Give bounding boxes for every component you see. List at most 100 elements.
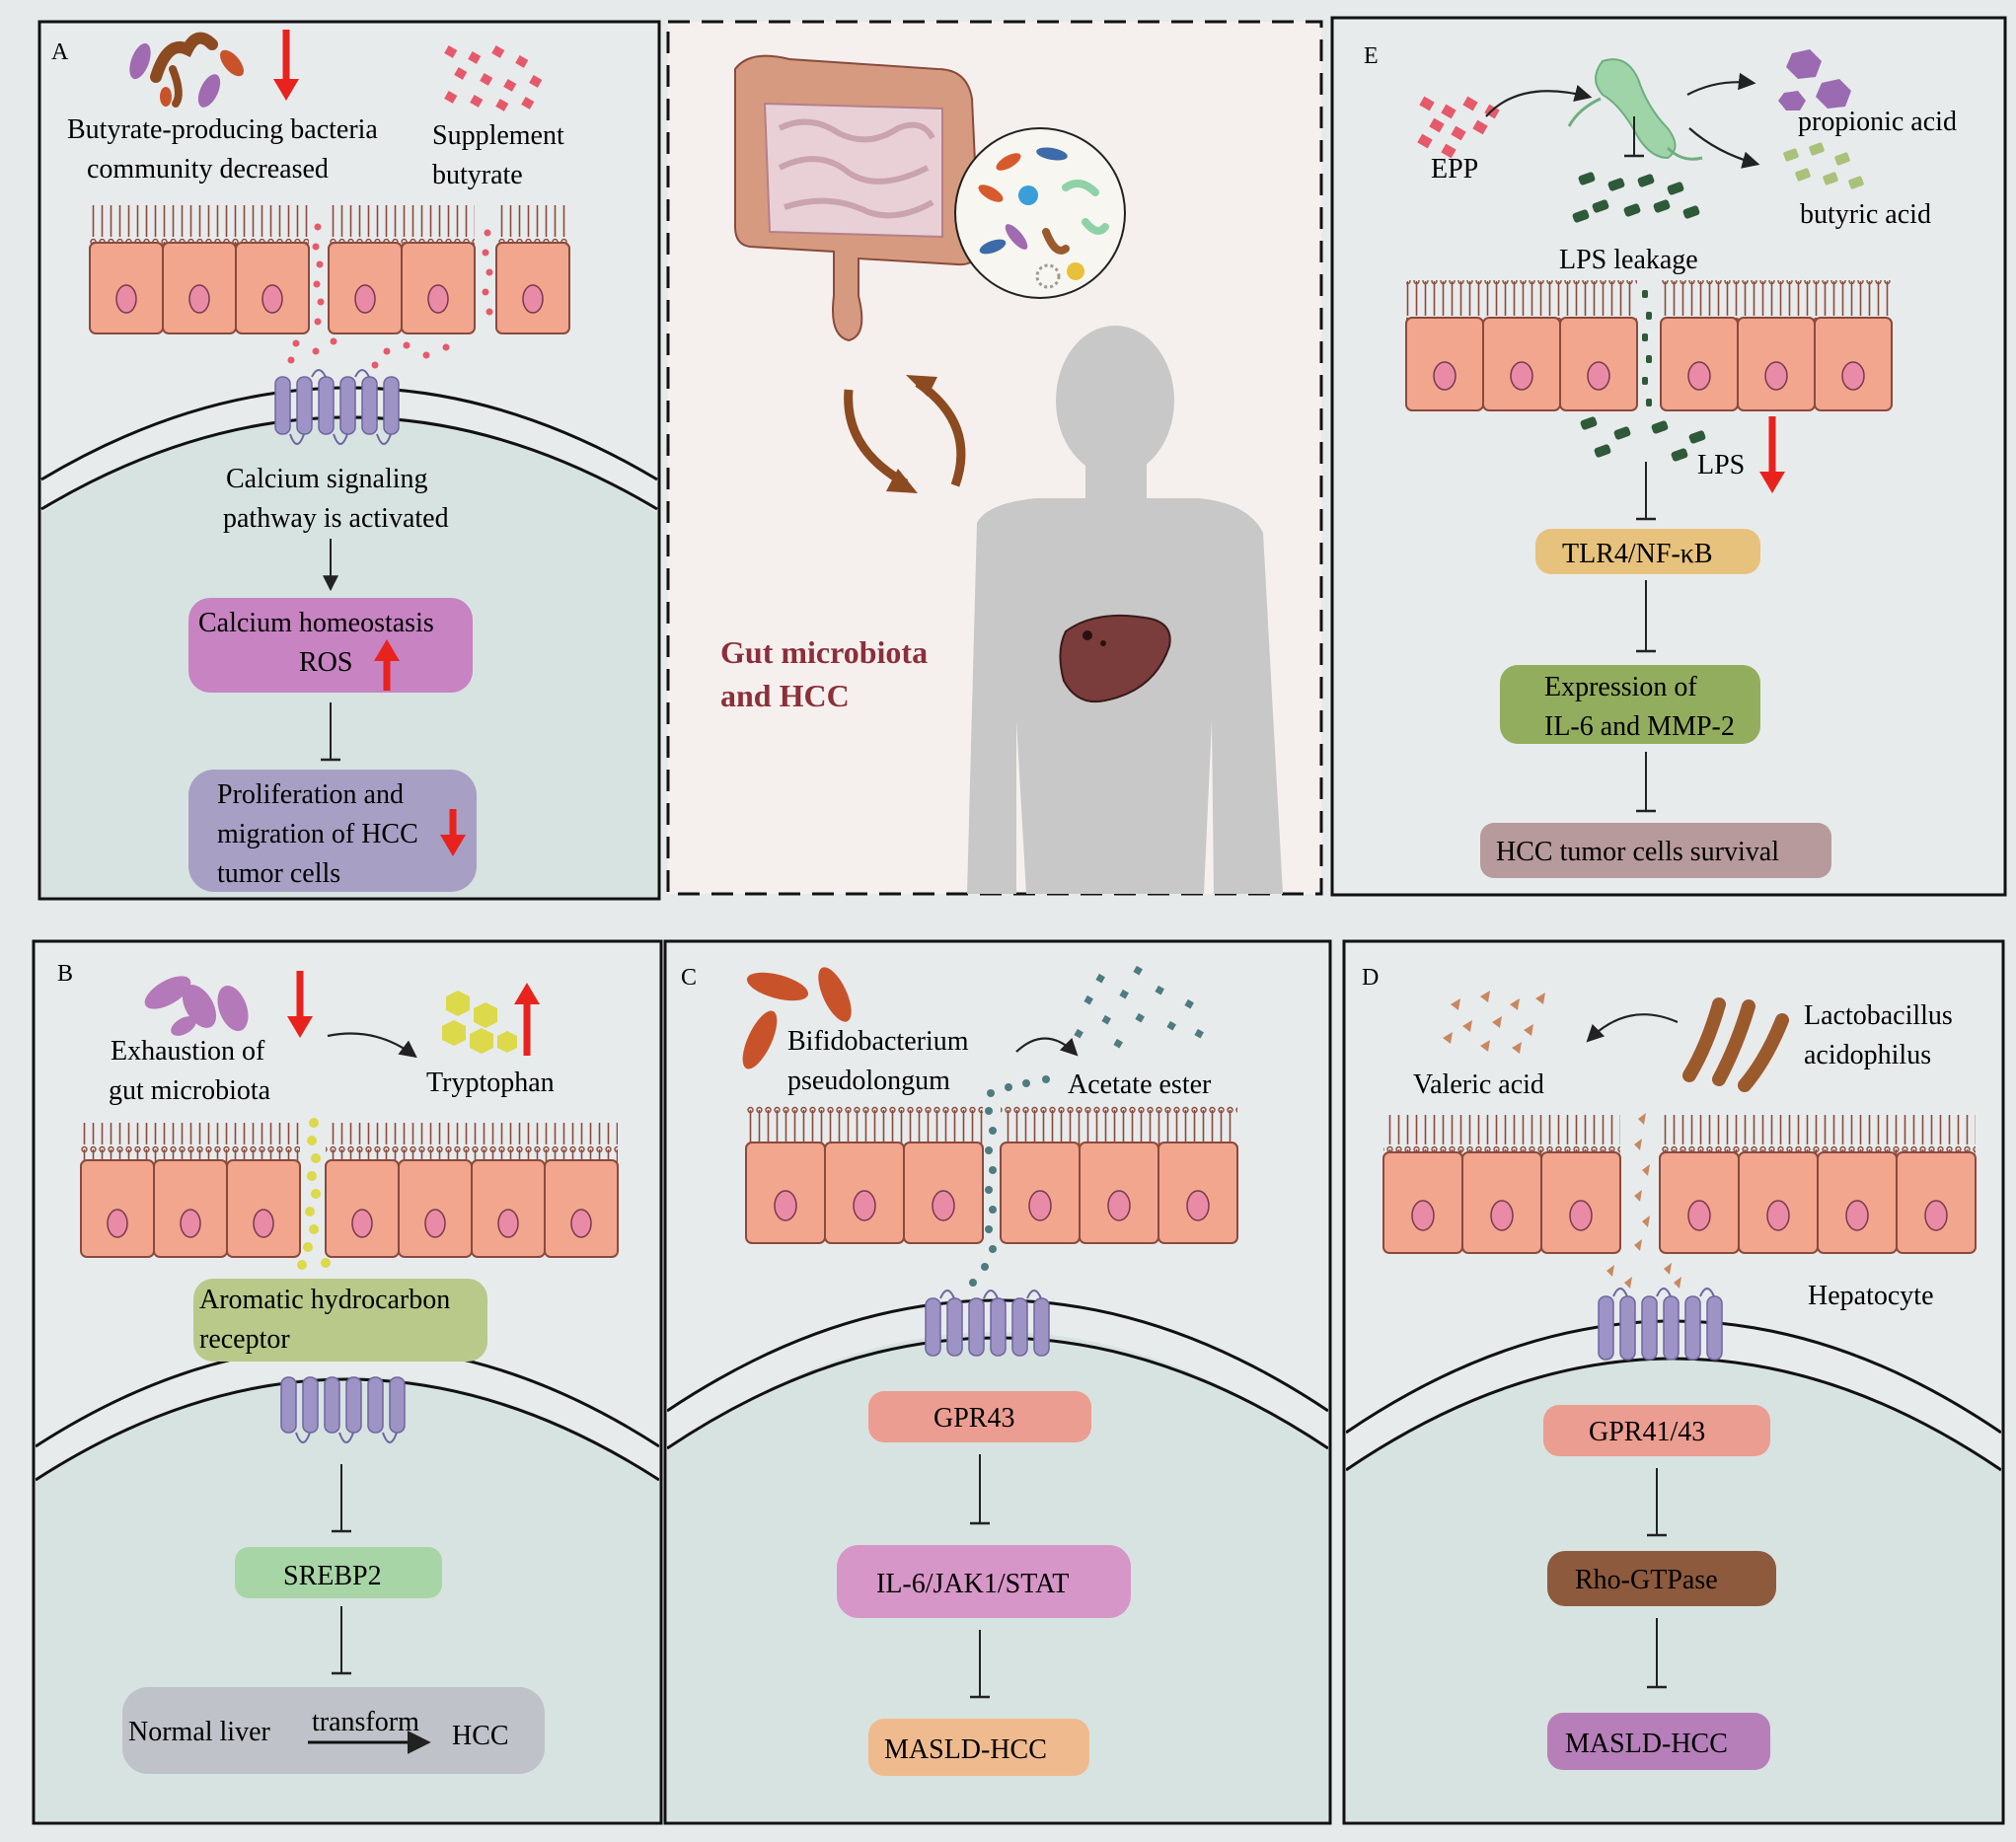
rho-text: Rho-GTPase [1575, 1565, 1718, 1595]
srebp2-box [235, 1547, 442, 1598]
epithelial-cell [1000, 1105, 1081, 1244]
survival-text: HCC tumor cells survival [1496, 837, 1779, 867]
normal-to-hcc-box [122, 1687, 545, 1774]
butyrate-leak-dots [287, 223, 493, 369]
ahr-text-line2: receptor [199, 1324, 290, 1355]
human-silhouette-icon [967, 326, 1283, 894]
center-title-line1: Gut microbiota [720, 634, 928, 670]
calcium-text-line2: pathway is activated [223, 503, 449, 534]
epithelial-cell [153, 1123, 228, 1258]
bacterium-icon [1567, 58, 1703, 161]
panel-d-label: D [1362, 965, 1379, 991]
homeostasis-text-line2: ROS [299, 647, 352, 678]
acetate-dots-icon [1074, 965, 1204, 1049]
epithelial-cell [325, 1123, 400, 1258]
epithelial-cell [824, 1105, 905, 1244]
inhibition-symbol [332, 1606, 351, 1675]
panel-e-label: E [1364, 43, 1379, 69]
epithelium-d [1382, 1115, 1977, 1254]
epithelial-cell [1659, 1115, 1740, 1254]
calcium-homeostasis-box [188, 598, 473, 693]
panel-e: E EPP propionic acid [1330, 16, 2007, 897]
epithelial-cell [495, 205, 570, 334]
calcium-text-line1: Calcium signaling [226, 464, 428, 494]
epithelial-cell [1559, 280, 1638, 411]
butyrate-bacteria-icon [129, 32, 244, 108]
valeric-acid-text: Valeric acid [1413, 1069, 1544, 1100]
expression-text-line1: Expression of [1544, 672, 1697, 702]
prolif-text-line2: migration of HCC [217, 819, 418, 849]
survival-box [1480, 823, 1831, 878]
lactobacillus-text-line2: acidophilus [1804, 1040, 1931, 1070]
tlr4-text: TLR4/NF-κB [1562, 539, 1713, 569]
epithelial-cell [328, 205, 403, 334]
epithelial-cell [1738, 1115, 1819, 1254]
tryptophan-leak-dots [297, 1118, 331, 1270]
masld-hcc-box-c [868, 1719, 1089, 1776]
epithelial-cell [745, 1105, 826, 1244]
bacteria-text-line1: Butyrate-producing bacteria [67, 114, 378, 145]
inhibition-symbol [970, 1630, 990, 1699]
lps-dots-icon [1572, 172, 1700, 223]
bacteria-text-line2: community decreased [87, 154, 329, 184]
center-title-line2: and HCC [720, 678, 850, 713]
panel-b-label: B [57, 961, 73, 987]
epithelial-cell [1079, 1105, 1159, 1244]
normal-liver-text: Normal liver [128, 1717, 271, 1747]
epithelial-cell [1540, 1115, 1621, 1254]
tlr4-box [1535, 529, 1760, 574]
receptor-icon [280, 1376, 406, 1443]
panel-b: B Exhaustion of gut microbiota Tryptopha… [32, 939, 663, 1825]
propionic-acid-text: propionic acid [1798, 107, 1957, 137]
panel-c: C Bifidobacterium pseudolongum Acetate e… [663, 939, 1332, 1825]
lps-leak-dots [1580, 290, 1706, 462]
epithelial-cell [398, 1123, 473, 1258]
epithelial-cell [1817, 1115, 1898, 1254]
masld-text-d: MASLD-HCC [1565, 1729, 1728, 1759]
epithelial-cell [235, 205, 310, 334]
inhibition-symbol [1636, 752, 1656, 813]
exhaustion-text-line1: Exhaustion of [111, 1036, 265, 1067]
inhibition-symbol [321, 702, 340, 762]
microbe-cluster-icon [978, 147, 1109, 289]
tryptophan-icon [442, 991, 517, 1054]
bifido-text-line1: Bifidobacterium [787, 1026, 969, 1057]
panel-a-label: A [51, 39, 69, 65]
butyric-acid-text: butyric acid [1800, 199, 1931, 230]
epithelial-cell [903, 1105, 984, 1244]
srebp2-text: SREBP2 [283, 1561, 382, 1591]
cycle-arrow-icon [915, 379, 966, 487]
lactobacillus-text-line1: Lactobacillus [1804, 1000, 1953, 1031]
epithelial-cell [1405, 280, 1484, 411]
epithelial-cell [1482, 280, 1561, 411]
inhibition-symbol [970, 1454, 990, 1525]
epithelial-cell [1896, 1115, 1977, 1254]
epithelial-cell [1461, 1115, 1542, 1254]
homeostasis-text-line1: Calcium homeostasis [198, 608, 434, 638]
inhibition-symbol [1636, 462, 1656, 521]
gpr43-text: GPR43 [933, 1403, 1014, 1434]
microbiota-icon [144, 976, 249, 1036]
epp-text: EPP [1431, 154, 1478, 184]
inhibition-symbol [1647, 1618, 1667, 1689]
epithelial-cell [1382, 1115, 1463, 1254]
lps-text: LPS [1697, 450, 1745, 480]
bifidobacterium-icon [742, 967, 852, 1069]
butyrate-dots-icon [444, 45, 543, 111]
ahr-box [193, 1279, 487, 1362]
gpr4143-box [1543, 1405, 1770, 1456]
inhibition-symbol [332, 1464, 351, 1533]
inhibition-symbol [1624, 116, 1644, 158]
epithelial-cell [471, 1123, 546, 1258]
receptor-icon [1598, 1288, 1723, 1361]
exhaustion-text-line2: gut microbiota [109, 1075, 271, 1106]
center-panel: Gut microbiota and HCC [666, 20, 1323, 896]
il6-text: IL-6/JAK1/STAT [876, 1569, 1069, 1599]
propionic-acid-icon [1778, 49, 1851, 111]
expression-text-line2: IL-6 and MMP-2 [1544, 711, 1735, 742]
epithelial-cell [162, 205, 237, 334]
acetate-leak-dots [969, 1075, 1050, 1287]
epithelium-e [1405, 280, 1893, 411]
il6-jak1-stat-box [837, 1545, 1131, 1618]
